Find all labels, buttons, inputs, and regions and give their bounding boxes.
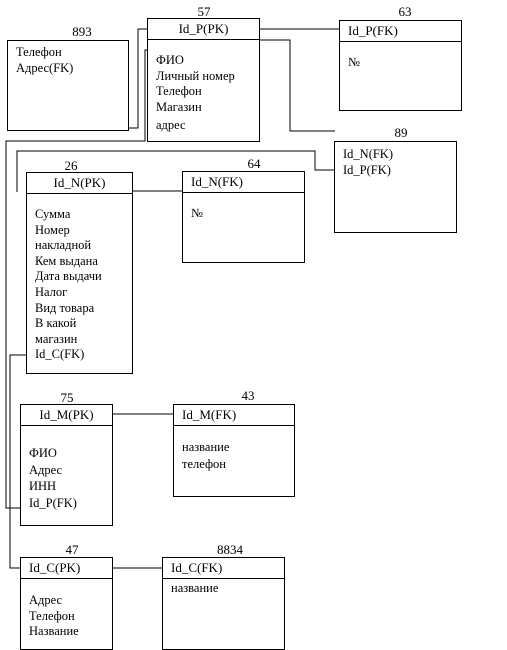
table-57-field: Телефон (156, 84, 202, 99)
table-893-fields: Телефон Адрес(FK) (8, 41, 128, 76)
table-57-number: 57 (197, 4, 211, 19)
table-75-number: 75 (60, 390, 74, 405)
table-26-field: Вид товара (35, 300, 95, 315)
table-64-fields: № (183, 193, 304, 222)
table-64[interactable]: Id_N(FK) № (182, 171, 305, 263)
table-47-field: Телефон (29, 608, 75, 623)
table-43-header: Id_M(FK) (174, 405, 294, 426)
table-75[interactable]: Id_M(PK) ФИО Адрес ИНН Id_P(FK) (20, 404, 113, 526)
table-57-field: ФИО (156, 53, 184, 67)
table-8834[interactable]: Id_C(FK) название (162, 557, 285, 650)
connector-57-89 (260, 39, 335, 132)
table-57-field: Личный номер (156, 68, 235, 83)
table-26-field: накладной (35, 238, 92, 253)
table-47-field: Название (29, 624, 79, 638)
table-63[interactable]: Id_P(FK) № (339, 20, 462, 111)
table-26-field: Налог (35, 284, 68, 299)
table-26-field: Id_C(FK) (35, 347, 85, 362)
table-8834-number: 8834 (217, 542, 243, 557)
table-75-field: Id_P(FK) (29, 495, 77, 510)
table-26-field: Кем выдана (35, 253, 98, 268)
table-89-field: Id_N(FK) (343, 147, 393, 161)
table-47-fields: Адрес Телефон Название (21, 579, 112, 640)
table-89-field: Id_P(FK) (343, 162, 391, 177)
table-64-header: Id_N(FK) (183, 172, 304, 193)
table-75-field: ФИО (29, 446, 57, 460)
table-8834-fields: название (163, 579, 284, 597)
table-8834-field: название (171, 581, 219, 595)
table-893[interactable]: Телефон Адрес(FK) (7, 40, 129, 131)
table-26-field: Сумма (35, 207, 71, 221)
table-893-number: 893 (72, 24, 92, 39)
table-75-field: Адрес (29, 462, 63, 477)
table-63-field: № (348, 55, 360, 69)
connector-26-89 (16, 150, 335, 192)
table-57-field: адрес (156, 118, 186, 133)
table-75-field: ИНН (29, 479, 57, 493)
table-57-fields: ФИО Личный номер Телефон Магазин адрес (148, 40, 259, 134)
table-26-header: Id_N(PK) (27, 173, 132, 194)
table-26-field: магазин (35, 331, 78, 346)
table-57[interactable]: Id_P(PK) ФИО Личный номер Телефон Магази… (147, 18, 260, 142)
table-57-header: Id_P(PK) (148, 19, 259, 40)
table-57-field: Магазин (156, 99, 202, 114)
table-47-number: 47 (65, 542, 79, 557)
table-75-header: Id_M(PK) (21, 405, 112, 426)
connector-57-75 (5, 49, 148, 509)
table-26-field: В какой (35, 316, 77, 331)
connector-893-57 (128, 28, 148, 129)
table-47-header: Id_C(PK) (21, 558, 112, 579)
table-893-field: Телефон (16, 45, 62, 59)
table-43-field: телефон (182, 457, 226, 471)
table-89-number: 89 (394, 125, 408, 140)
table-893-field: Адрес(FK) (16, 60, 74, 75)
table-64-number: 64 (247, 156, 261, 171)
table-43-number: 43 (241, 388, 255, 403)
connector-26-47 (9, 354, 27, 569)
table-26-field: Номер (35, 222, 70, 237)
table-75-fields: ФИО Адрес ИНН Id_P(FK) (21, 426, 112, 511)
table-89[interactable]: Id_N(FK) Id_P(FK) (334, 141, 457, 233)
table-26-fields: Сумма Номер накладной Кем выдана Дата вы… (27, 194, 132, 363)
table-26-field: Дата выдачи (35, 269, 102, 284)
table-43-field: название (182, 440, 230, 454)
table-47[interactable]: Id_C(PK) Адрес Телефон Название (20, 557, 113, 650)
table-63-header: Id_P(FK) (340, 21, 461, 42)
table-43[interactable]: Id_M(FK) название телефон (173, 404, 295, 497)
table-43-fields: название телефон (174, 426, 294, 473)
table-47-field: Адрес (29, 593, 63, 607)
table-26-number: 26 (64, 158, 78, 173)
table-26[interactable]: Id_N(PK) Сумма Номер накладной Кем выдан… (26, 172, 133, 374)
table-89-fields: Id_N(FK) Id_P(FK) (335, 142, 456, 178)
table-8834-header: Id_C(FK) (163, 558, 284, 579)
table-63-number: 63 (398, 4, 412, 19)
table-63-fields: № (340, 42, 461, 71)
table-64-field: № (191, 206, 203, 220)
